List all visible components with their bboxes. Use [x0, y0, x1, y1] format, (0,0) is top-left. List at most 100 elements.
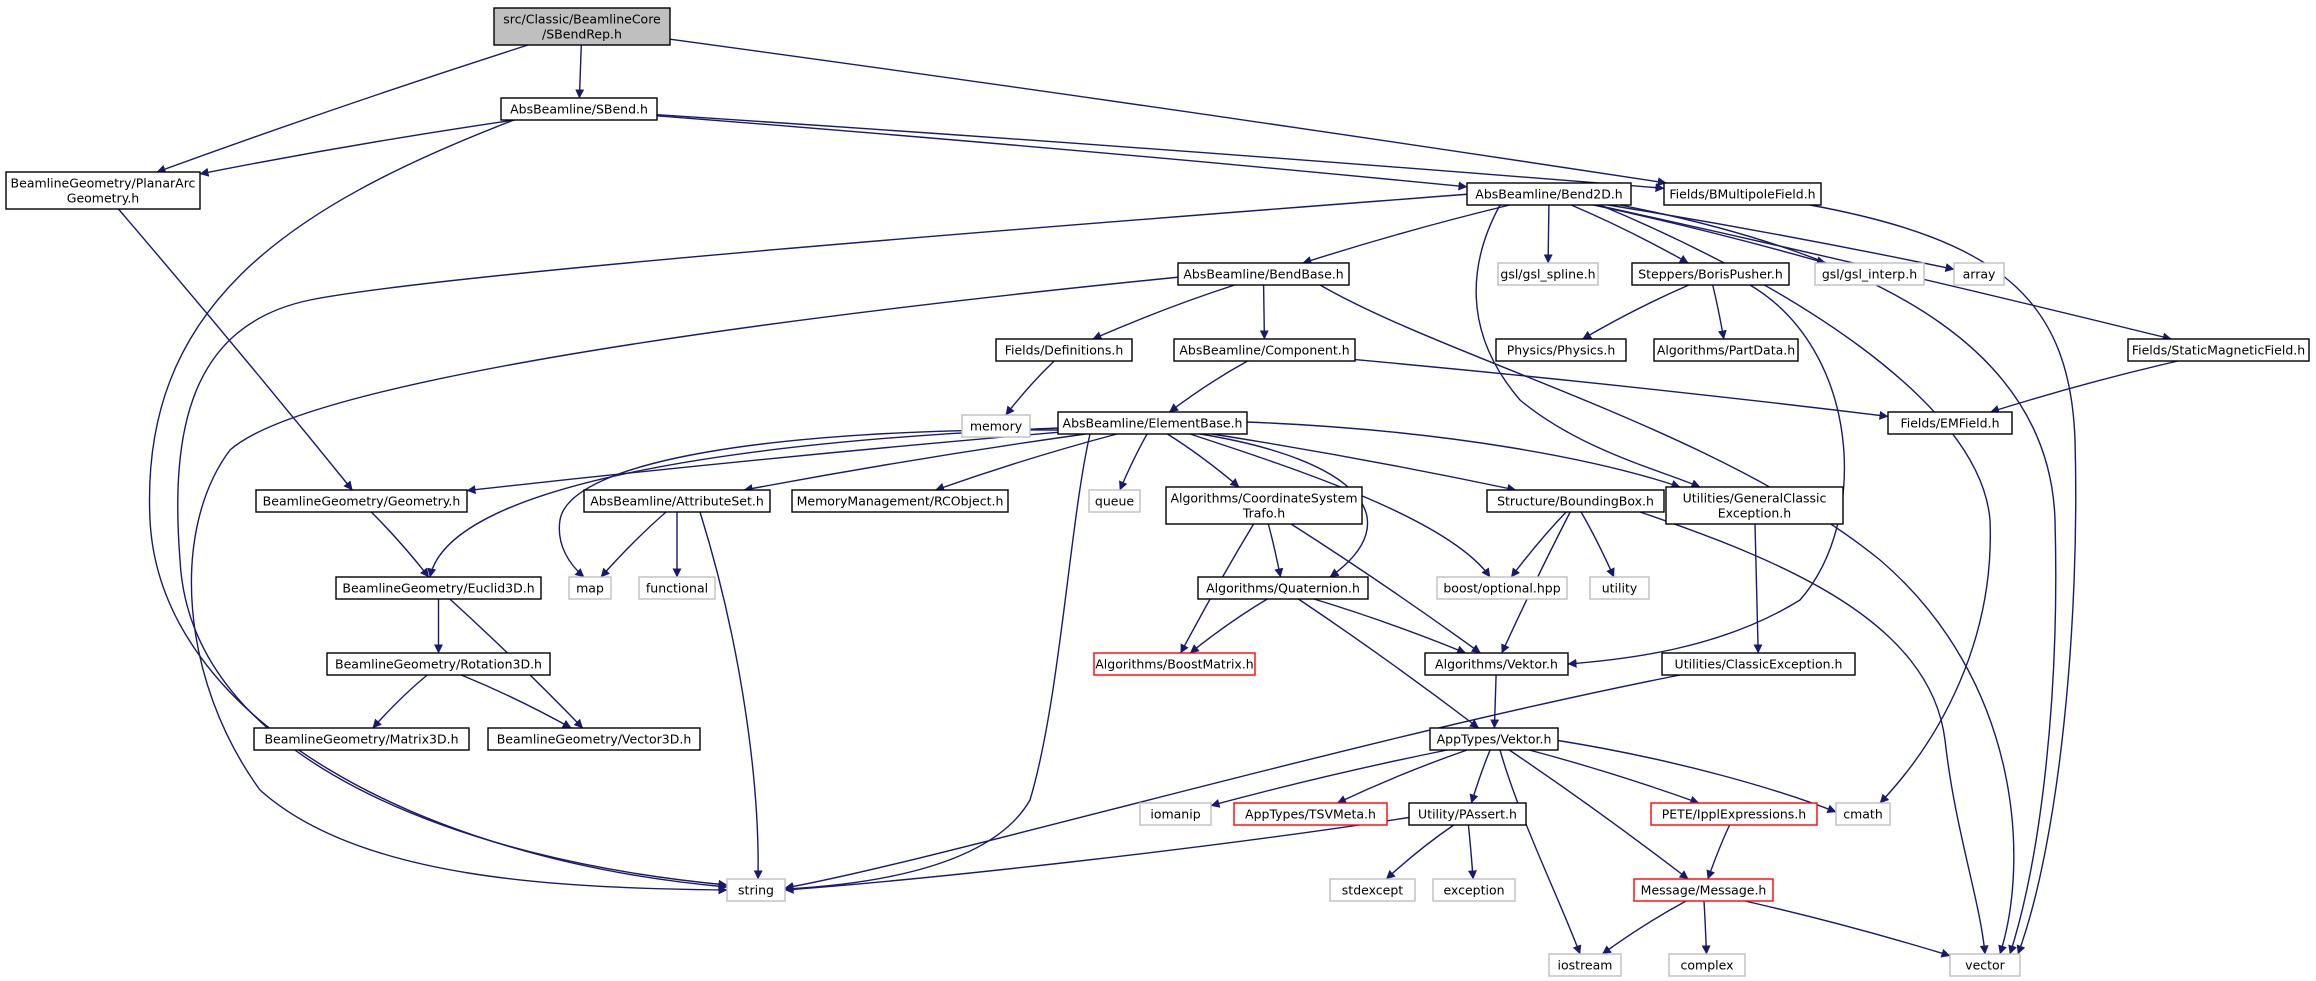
node-attributeset[interactable]: AbsBeamline/AttributeSet.h — [583, 489, 771, 513]
node-label: gsl/gsl_spline.h — [1500, 267, 1595, 282]
node-functional[interactable]: functional — [638, 576, 716, 600]
node-label: Utilities/ClassicException.h — [1675, 657, 1843, 672]
node-bmultipole[interactable]: Fields/BMultipoleField.h — [1663, 182, 1822, 206]
node-rcobject[interactable]: MemoryManagement/RCObject.h — [791, 489, 1009, 513]
node-iostream[interactable]: iostream — [1548, 953, 1622, 977]
edge-bend2d-to-gslspline — [1543, 204, 1553, 264]
edge-borispusher-to-algvektor — [1567, 284, 1846, 668]
node-label: stdexcept — [1342, 883, 1403, 898]
edge-elementbase-to-string — [784, 433, 1091, 894]
node-queue[interactable]: queue — [1088, 489, 1141, 513]
node-box — [1057, 411, 1248, 435]
node-label: BeamlineGeometry/PlanarArc — [11, 176, 196, 191]
node-label: utility — [1602, 581, 1638, 596]
node-definitions[interactable]: Fields/Definitions.h — [995, 338, 1133, 362]
node-boostoptional[interactable]: boost/optional.hpp — [1436, 576, 1568, 600]
node-bendbase[interactable]: AbsBeamline/BendBase.h — [1177, 262, 1350, 286]
edge-coordtrafo-to-quaternion — [1267, 523, 1284, 578]
node-label: BeamlineGeometry/Rotation3D.h — [335, 657, 542, 672]
node-label: Algorithms/Vektor.h — [1435, 657, 1558, 672]
node-label: AbsBeamline/Component.h — [1179, 343, 1349, 358]
node-label: Fields/BMultipoleField.h — [1669, 187, 1815, 202]
node-label: PETE/IpplExpressions.h — [1662, 807, 1806, 822]
node-partdata[interactable]: Algorithms/PartData.h — [1653, 338, 1799, 362]
node-passert[interactable]: Utility/PAssert.h — [1408, 802, 1527, 826]
node-bend2d[interactable]: AbsBeamline/Bend2D.h — [1466, 182, 1632, 206]
node-staticmag[interactable]: Fields/StaticMagneticField.h — [2127, 338, 2310, 362]
node-box — [253, 727, 470, 751]
node-array[interactable]: array — [1953, 262, 2005, 286]
edge-bend2d-to-bendbase — [1302, 204, 1510, 265]
node-label: AbsBeamline/AttributeSet.h — [590, 494, 764, 509]
edge-sbend-to-planararc — [199, 119, 515, 177]
node-complex[interactable]: complex — [1668, 953, 1746, 977]
node-label: map — [576, 581, 604, 596]
node-physics[interactable]: Physics/Physics.h — [1495, 338, 1627, 362]
node-label: BeamlineGeometry/Matrix3D.h — [264, 732, 458, 747]
node-emfield[interactable]: Fields/EMField.h — [1887, 411, 2013, 435]
node-appvektor[interactable]: AppTypes/Vektor.h — [1429, 727, 1559, 751]
node-quaternion[interactable]: Algorithms/Quaternion.h — [1197, 576, 1369, 600]
edge-elementbase-to-coordtrafo — [1167, 433, 1240, 488]
node-vector3d[interactable]: BeamlineGeometry/Vector3D.h — [487, 727, 701, 751]
node-gslinterp[interactable]: gsl/gsl_interp.h — [1814, 262, 1925, 286]
node-message[interactable]: Message/Message.h — [1633, 878, 1774, 902]
edge-elementbase-to-map — [558, 429, 1061, 578]
node-boundingbox[interactable]: Structure/BoundingBox.h — [1486, 489, 1665, 513]
node-box — [1329, 878, 1416, 902]
node-vector[interactable]: vector — [1949, 953, 2021, 977]
node-box — [726, 878, 786, 902]
node-tsvmeta[interactable]: AppTypes/TSVMeta.h — [1233, 802, 1388, 826]
node-component[interactable]: AbsBeamline/Component.h — [1173, 338, 1356, 362]
edge-classicexc-to-string — [784, 674, 1681, 891]
node-box — [326, 652, 551, 676]
node-box — [1631, 262, 1790, 286]
node-label: functional — [646, 581, 708, 596]
node-algvektor[interactable]: Algorithms/Vektor.h — [1424, 652, 1569, 676]
node-gslspline[interactable]: gsl/gsl_spline.h — [1497, 262, 1599, 286]
node-box — [1424, 652, 1569, 676]
node-exception[interactable]: exception — [1432, 878, 1516, 902]
node-classicexc[interactable]: Utilities/ClassicException.h — [1661, 652, 1856, 676]
node-box — [1653, 338, 1799, 362]
node-boostmatrix[interactable]: Algorithms/BoostMatrix.h — [1093, 652, 1256, 676]
node-memory[interactable]: memory — [961, 414, 1031, 438]
node-elementbase[interactable]: AbsBeamline/ElementBase.h — [1057, 411, 1248, 435]
edge-genclassicexc-to-classicexc — [1753, 523, 1763, 654]
node-matrix3d[interactable]: BeamlineGeometry/Matrix3D.h — [253, 727, 470, 751]
node-geometry[interactable]: BeamlineGeometry/Geometry.h — [255, 489, 468, 513]
node-ipplexpr[interactable]: PETE/IpplExpressions.h — [1650, 802, 1818, 826]
node-sbend[interactable]: AbsBeamline/SBend.h — [500, 97, 658, 121]
node-label: Trafo.h — [1242, 506, 1285, 521]
node-utility[interactable]: utility — [1589, 576, 1650, 600]
node-label: array — [1963, 267, 1996, 282]
node-box — [638, 576, 716, 600]
edge-appvektor-to-ipplexpr — [1529, 749, 1700, 805]
node-cmath[interactable]: cmath — [1835, 802, 1891, 826]
node-box — [1173, 338, 1356, 362]
node-label: BeamlineGeometry/Euclid3D.h — [342, 581, 534, 596]
node-box — [1197, 576, 1369, 600]
edge-attributeset-to-string — [699, 511, 763, 880]
node-box — [1429, 727, 1559, 751]
edge-attributeset-to-map — [600, 511, 667, 578]
edge-sbendrep-to-planararc — [156, 44, 529, 174]
node-label: complex — [1681, 958, 1734, 973]
node-box — [1165, 486, 1363, 525]
node-label: Physics/Physics.h — [1507, 343, 1616, 358]
node-euclid3d[interactable]: BeamlineGeometry/Euclid3D.h — [335, 576, 542, 600]
node-string[interactable]: string — [726, 878, 786, 902]
node-label: cmath — [1843, 807, 1883, 822]
edge-sbend-to-bmultipole — [656, 114, 1665, 193]
node-borispusher[interactable]: Steppers/BorisPusher.h — [1631, 262, 1790, 286]
node-rotation3d[interactable]: BeamlineGeometry/Rotation3D.h — [326, 652, 551, 676]
node-box — [493, 7, 671, 46]
node-map[interactable]: map — [568, 576, 612, 600]
node-stdexcept[interactable]: stdexcept — [1329, 878, 1416, 902]
node-iomanip[interactable]: iomanip — [1139, 802, 1212, 826]
edge-borispusher-to-partdata — [1712, 284, 1727, 340]
edge-boundingbox-to-boostoptional — [1510, 511, 1567, 578]
